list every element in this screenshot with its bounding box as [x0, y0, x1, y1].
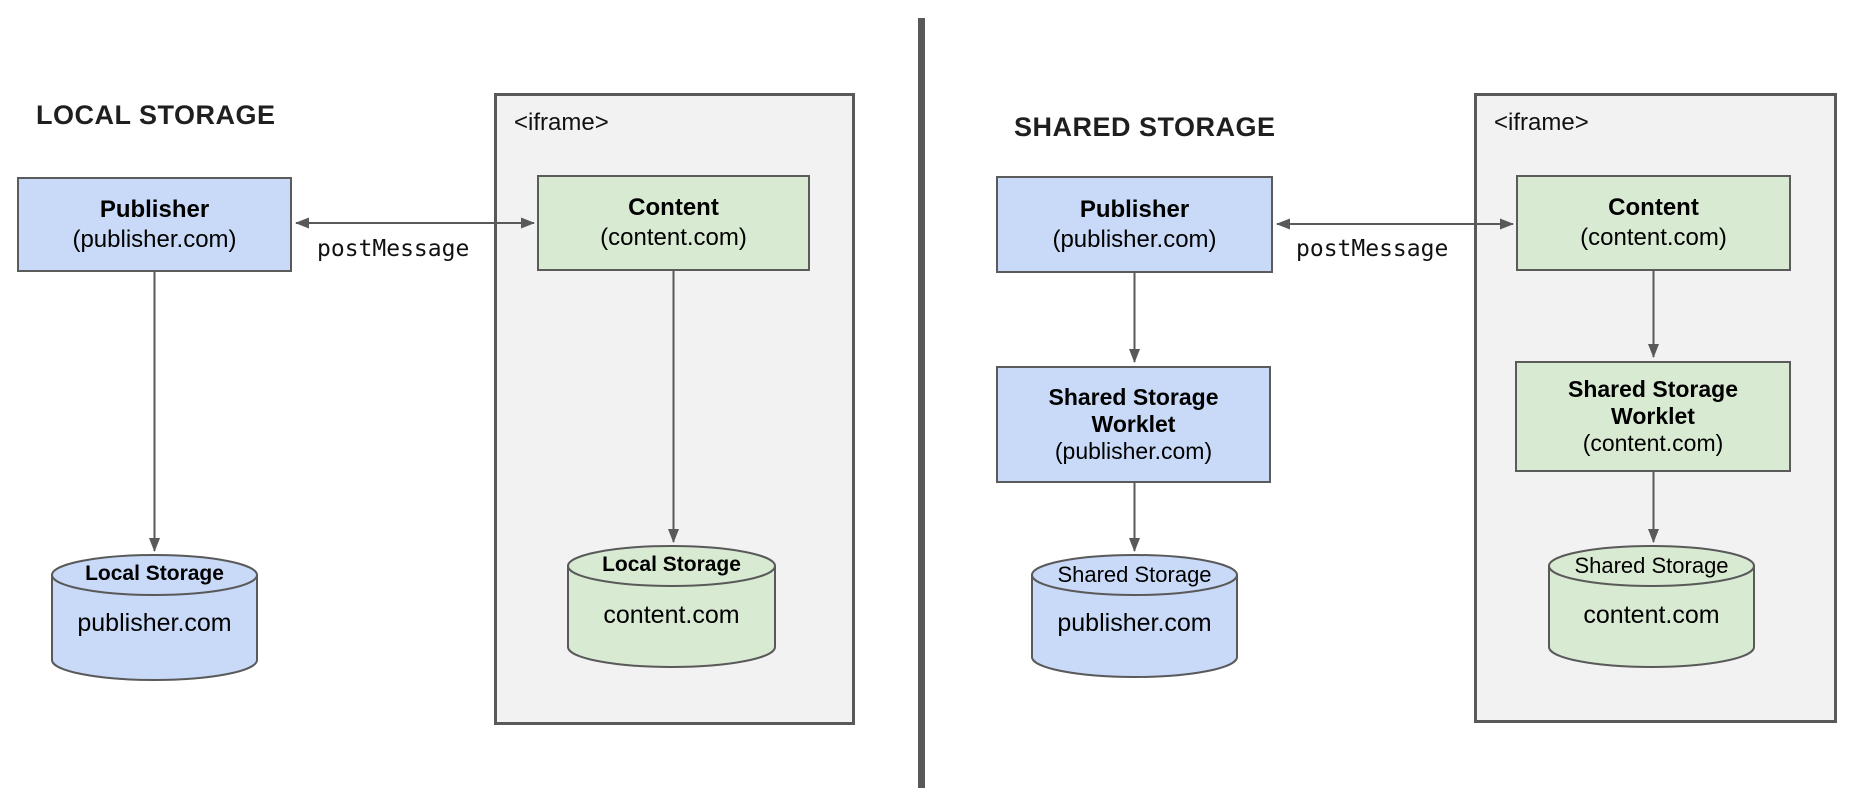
cylinder-domain-shared-publisher: publisher.com [1057, 609, 1212, 637]
content-box-title: Content [1608, 194, 1699, 221]
cylinder-domain-local-content: content.com [603, 601, 740, 629]
cylinder-domain-local-publisher: publisher.com [77, 609, 232, 637]
worklet-box-line1: Shared Storage [1048, 384, 1219, 410]
publisher-box-title: Publisher [1079, 195, 1190, 223]
publisher-box-domain: (publisher.com) [72, 225, 237, 253]
iframe-label-local: <iframe> [514, 109, 609, 136]
worklet-box-domain: (publisher.com) [1054, 438, 1213, 464]
local-storage-title: LOCAL STORAGE [36, 100, 276, 130]
content-box-local: Content (content.com) [537, 175, 810, 271]
worklet-box-line2: Worklet [1091, 411, 1176, 437]
worklet-box-domain: (content.com) [1582, 430, 1724, 456]
cylinder-label-local-publisher: Local Storage [85, 562, 224, 585]
worklet-box-line2: Worklet [1611, 403, 1695, 429]
worklet-box-line1: Shared Storage [1568, 376, 1738, 402]
postmessage-label-local: postMessage [317, 236, 470, 262]
cylinder-label-shared-content: Shared Storage [1574, 553, 1729, 578]
content-box-domain: (content.com) [600, 224, 747, 251]
cylinder-label-shared-publisher: Shared Storage [1057, 562, 1212, 587]
cylinder-localstorage-content [567, 545, 776, 668]
publisher-box-domain: (publisher.com) [1052, 225, 1217, 253]
publisher-box-local: Publisher (publisher.com) [17, 177, 292, 272]
postmessage-label-shared: postMessage [1296, 236, 1449, 262]
iframe-label-shared: <iframe> [1494, 109, 1589, 136]
cylinder-sharedstorage-publisher [1031, 554, 1238, 678]
content-box-title: Content [628, 194, 719, 221]
publisher-box-shared: Publisher (publisher.com) [996, 176, 1273, 273]
cylinder-domain-shared-content: content.com [1583, 601, 1720, 629]
worklet-box-publisher: Shared Storage Worklet (publisher.com) [996, 366, 1271, 483]
publisher-box-title: Publisher [99, 195, 210, 223]
shared-storage-title: SHARED STORAGE [1014, 112, 1276, 142]
content-box-shared: Content (content.com) [1516, 175, 1791, 271]
cylinder-sharedstorage-content [1548, 545, 1755, 668]
cylinder-label-local-content: Local Storage [602, 553, 741, 576]
panel-divider [918, 18, 925, 788]
cylinder-localstorage-publisher [51, 554, 258, 681]
worklet-box-content: Shared Storage Worklet (content.com) [1515, 361, 1791, 472]
content-box-domain: (content.com) [1580, 224, 1727, 251]
